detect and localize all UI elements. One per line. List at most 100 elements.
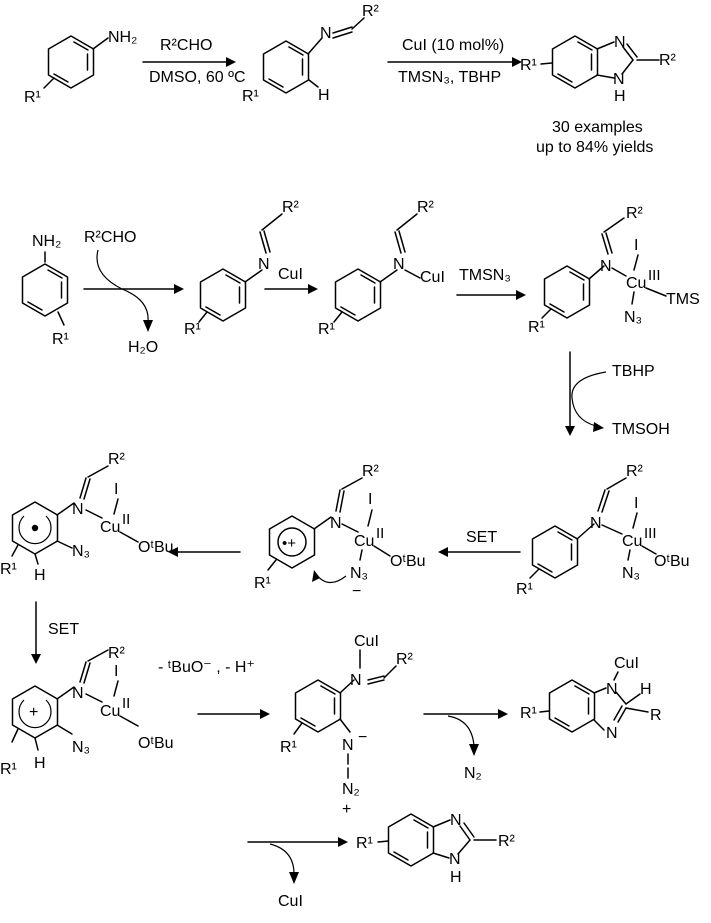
cation-n: N [72, 685, 84, 702]
mech-tmsn3: TMSN₃ [459, 267, 511, 284]
cation-r2: R² [108, 645, 126, 662]
tmsn3-arrow: TMSN₃ [456, 267, 526, 300]
product-r2: R² [659, 52, 677, 69]
cyclized-h: H [640, 681, 652, 698]
complex-c-r1: R¹ [516, 581, 533, 598]
aromatization-arrow: CuI [247, 837, 348, 910]
complex-b-cu-iii-azide: N R² I Cu III TMS N₃ R¹ [528, 205, 700, 336]
set-arrow-1: SET [438, 529, 521, 557]
complex-b-tms: TMS [666, 291, 700, 308]
complex-b-n3: N₃ [624, 309, 642, 326]
yield-summary: up to 84% yields [536, 139, 653, 156]
cation-cu: Cu [100, 703, 120, 720]
complex-c-n3: N₃ [622, 565, 640, 582]
complex-a-imine-cui: N R² CuI R¹ [318, 199, 445, 338]
complex-a-n: N [393, 256, 405, 273]
mech-imine-r2: R² [282, 199, 300, 216]
radical-cation-r2: R² [362, 463, 380, 480]
imine-r2: R² [362, 3, 380, 20]
radical-cation-r1: R¹ [254, 575, 271, 592]
complex-a-cu: CuI [420, 269, 445, 286]
complex-c-i: I [634, 495, 638, 512]
diazo-minus: − [358, 729, 367, 746]
elimination-arrow: - ᵗBuO⁻ , - H⁺ [158, 659, 270, 719]
diazo-r1: R¹ [280, 739, 297, 756]
mech-imine: N R² R¹ [184, 199, 300, 338]
cyclized-n-top: N [606, 681, 618, 698]
final-benzimidazole-product: N N H R² R¹ [356, 812, 516, 886]
product-nh-n: N [613, 71, 625, 88]
radical-cation-cu-ox: II [376, 525, 384, 542]
step1-conditions: DMSO, 60 ºC [149, 69, 246, 86]
radical-cation-minus: − [352, 583, 361, 600]
complex-c-otbu: OᵗBu [654, 553, 690, 570]
cyclized-intermediate: CuI N H R N R¹ [520, 655, 662, 742]
final-r2: R² [498, 833, 516, 850]
mech-nh2: NH₂ [32, 233, 61, 250]
nh2-label: NH₂ [108, 29, 137, 46]
radical-cation-cu: Cu [354, 533, 374, 550]
condensation-arrow: R²CHO H₂O [83, 229, 184, 356]
cyclized-cui: CuI [614, 655, 639, 672]
byproduct-tmsoh: TMSOH [612, 421, 670, 438]
oxidant-tbhp: TBHP [612, 363, 655, 380]
catalyst-label: CuI (10 mol%) [402, 37, 504, 54]
oxidation-arrow: TBHP TMSOH [565, 351, 670, 438]
complex-c-r2: R² [626, 463, 644, 480]
cation-i: I [114, 663, 118, 680]
set-label-1: SET [466, 529, 497, 546]
cation-h: H [34, 755, 46, 772]
cyclized-r: R [650, 707, 662, 724]
mech-aniline: NH₂ R¹ [21, 233, 69, 348]
complex-c-cu-iii-tert-butoxide: N R² I Cu III OᵗBu N₃ R¹ [516, 463, 690, 598]
top-imine: N R² R¹ H [242, 3, 380, 105]
radical-n3: N₃ [72, 543, 90, 560]
complex-b-r1: R¹ [528, 319, 545, 336]
radical-cation-otbu: OᵗBu [390, 553, 426, 570]
final-nh-h: H [450, 869, 462, 886]
product-nh-h: H [614, 88, 626, 105]
top-arrow-1: R²CHO DMSO, 60 ºC [142, 37, 246, 86]
examples-count: 30 examples [552, 119, 643, 136]
diazo-plus: + [342, 801, 351, 818]
radical-r1: R¹ [0, 561, 17, 578]
step2-reagents: TMSN₃, TBHP [398, 69, 501, 86]
radical-cu: Cu [100, 519, 120, 536]
mech-imine-n: N [258, 256, 270, 273]
diazonium-intermediate: N CuI R² N − N₂ + R¹ [280, 633, 414, 818]
dinitrogen-loss-arrow: N₂ [423, 709, 508, 782]
top-product-benzimidazole: N N H R² R¹ [520, 34, 677, 105]
radical-cation-i: I [368, 491, 372, 508]
final-nh-n: N [449, 851, 461, 868]
radical-n: N [72, 501, 84, 518]
radical-h: H [34, 567, 46, 584]
radical-cation-intermediate: •+ N R² I Cu II OᵗBu N₃ − R¹ [254, 463, 426, 600]
set-arrow-2: SET [31, 601, 79, 664]
set-label-2: SET [48, 621, 79, 638]
imine-r1: R¹ [242, 88, 259, 105]
diazo-n-top: N [342, 737, 354, 754]
product-n: N [614, 34, 626, 51]
top-aniline: NH₂ R¹ [24, 29, 137, 106]
complex-b-cu-ox: III [648, 267, 661, 284]
cation-cu-ox: II [122, 695, 130, 712]
radical-addition-arrow [168, 547, 241, 557]
radical-i: I [114, 481, 118, 498]
diazo-r2: R² [396, 651, 414, 668]
radical-otbu: OᵗBu [138, 539, 174, 556]
cyclized-r1: R¹ [520, 705, 537, 722]
diazo-n: N [350, 672, 362, 689]
radical-cu-ox: II [122, 511, 130, 528]
aryl-radical-intermediate: N R² I Cu II OᵗBu N₃ H R¹ [0, 451, 174, 584]
cation-r1: R¹ [0, 761, 17, 778]
eliminated-species: - ᵗBuO⁻ , - H⁺ [158, 659, 255, 676]
mech-water: H₂O [128, 339, 158, 356]
mech-imine-r1: R¹ [184, 321, 201, 338]
imine-n: N [320, 25, 332, 42]
diazo-cui: CuI [354, 633, 379, 650]
complex-b-cu: Cu [626, 275, 646, 292]
product-r1: R¹ [520, 57, 537, 74]
complex-b-n: N [600, 258, 612, 275]
imine-h: H [318, 87, 330, 104]
